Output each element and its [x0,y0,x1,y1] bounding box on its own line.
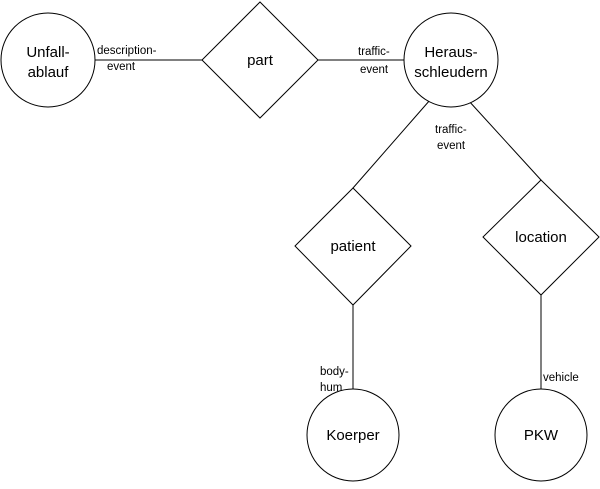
entity-herausschleudern-circle [403,12,499,108]
entity-pkw-label: PKW [524,427,559,444]
entity-herausschleudern-label-line1: Heraus- [424,44,477,61]
edge-label-vehicle: vehicle [543,372,579,384]
edge-label-description-event-line1: description- [97,45,157,57]
edge-label-traffic-event-branch-line2: event [437,140,466,152]
edge-label-traffic-event-branch: traffic- event [435,124,467,152]
relation-part-label: part [247,52,274,69]
entity-herausschleudern-label-line2: schleudern [414,64,487,81]
entity-koerper[interactable]: Koerper [306,388,400,482]
edge-herausschleudern-location [467,99,542,181]
edge-label-body-hum: body- hum [320,366,349,394]
relation-patient-label: patient [330,238,376,255]
entity-unfallablauf-circle [0,12,96,108]
entity-koerper-label: Koerper [326,427,379,444]
entity-unfallablauf-label-line2: ablauf [28,64,70,81]
relation-patient-diamond [294,187,412,306]
edge-label-description-event: description- event [97,45,157,73]
entity-unfallablauf-label-line1: Unfall- [26,44,69,61]
edge-label-traffic-event-branch-line1: traffic- [435,124,467,136]
entity-pkw[interactable]: PKW [494,388,588,482]
edge-herausschleudern-patient [352,99,431,189]
relation-part-diamond [201,1,319,119]
edge-label-traffic-event-part: traffic- event [358,46,390,76]
edge-label-body-hum-line1: body- [320,366,349,378]
edge-label-traffic-event-part-line2: event [360,64,389,76]
edge-label-traffic-event-part-line1: traffic- [358,46,390,58]
relation-location[interactable]: location [482,179,600,296]
edge-label-vehicle-line1: vehicle [543,372,579,384]
relation-patient[interactable]: patient [294,187,412,306]
entity-unfallablauf[interactable]: Unfall- ablauf [0,12,96,108]
entity-koerper-circle [306,388,400,482]
entity-herausschleudern[interactable]: Heraus- schleudern [403,12,499,108]
edge-label-description-event-line2: event [107,61,136,73]
edge-label-body-hum-line2: hum [320,382,342,394]
connectors [95,59,542,390]
relation-part[interactable]: part [201,1,319,119]
relation-location-label: location [515,229,567,246]
entity-pkw-circle [494,388,588,482]
relation-location-diamond [482,179,600,296]
